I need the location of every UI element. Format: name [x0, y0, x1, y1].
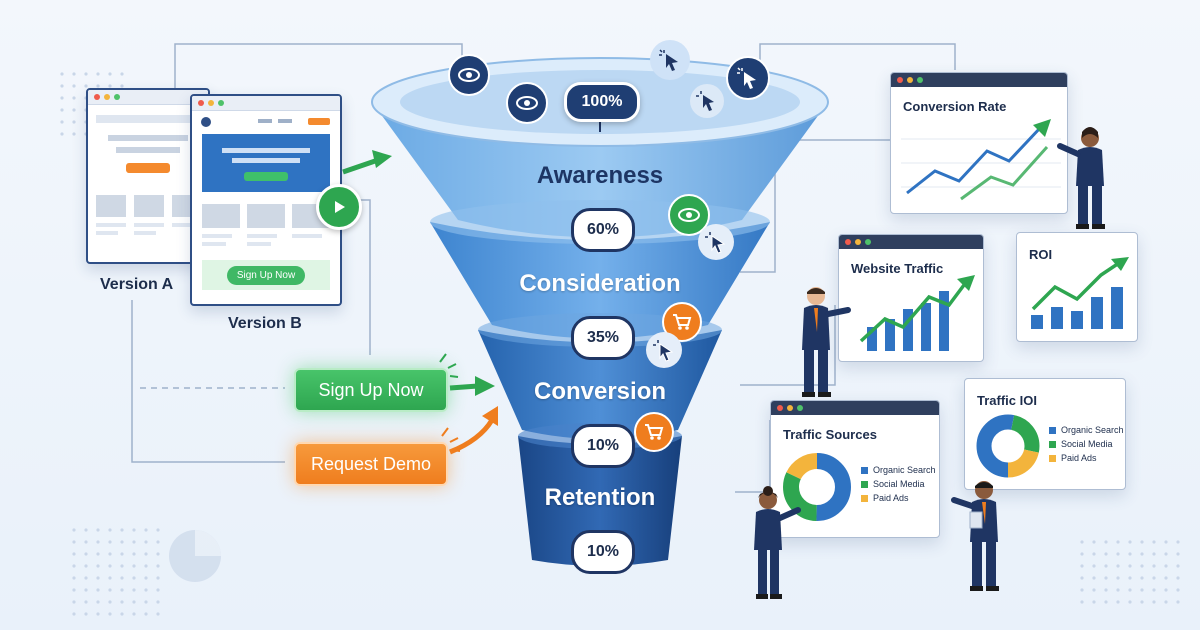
- cart-icon: [662, 302, 702, 342]
- connector-consideration: [740, 139, 890, 273]
- stage-percent-conversion: 10%: [571, 424, 635, 468]
- signup-now-button[interactable]: Sign Up Now: [294, 368, 448, 412]
- conversion-rate-title: Conversion Rate: [903, 99, 1007, 114]
- traffic-sources-card[interactable]: Traffic Sources Organic Search Social Me…: [770, 400, 940, 538]
- person-presenter-middle: [802, 287, 851, 397]
- cursor-click-icon: [690, 84, 724, 118]
- request-demo-button[interactable]: Request Demo: [294, 442, 448, 486]
- stage-label-conversion: Conversion: [533, 378, 667, 405]
- arrow-signup-to-funnel: [449, 376, 495, 396]
- roi-bar-chart: [1031, 257, 1129, 329]
- signup-sparkle: [439, 353, 459, 378]
- legend-swatch-green: [861, 480, 868, 488]
- play-icon[interactable]: [316, 184, 362, 230]
- legend-swatch-blue: [861, 466, 868, 474]
- person-presenter-bottom-right: [951, 481, 999, 591]
- arrow-b-to-funnel: [342, 150, 392, 175]
- dot-grid-bottom-right: [1080, 540, 1180, 610]
- stage-percent-retention: 10%: [571, 530, 635, 574]
- stage-label-consideration: Consideration: [519, 270, 681, 297]
- eye-icon: [506, 82, 548, 124]
- legend-organic-search: Organic Search: [873, 465, 936, 475]
- stage-label-retention: Retention: [544, 484, 656, 511]
- cursor-click-icon: [646, 332, 682, 368]
- traffic-ioi-donut: [976, 414, 1040, 478]
- website-traffic-title: Website Traffic: [851, 261, 944, 276]
- traffic-ioi-card[interactable]: Traffic IOI Organic Search Social Media …: [964, 378, 1126, 490]
- version-a-window[interactable]: [86, 88, 210, 264]
- stage-label-awareness: Awareness: [536, 162, 664, 189]
- legend-swatch-green: [1049, 440, 1056, 448]
- traffic-sources-donut: [783, 453, 851, 521]
- legend-paid-ads: Paid Ads: [873, 493, 909, 503]
- legend-swatch-yellow: [861, 494, 868, 502]
- person-presenter-bottom-left: [754, 486, 801, 599]
- funnel-top-percent: 100%: [564, 82, 640, 122]
- connector-top-right: [759, 43, 956, 70]
- roi-title: ROI: [1029, 247, 1053, 262]
- version-b-page-mock: [201, 117, 330, 246]
- legend-swatch-yellow: [1049, 454, 1056, 462]
- legend-swatch-blue: [1049, 426, 1056, 434]
- traffic-ioi-title: Traffic IOI: [977, 393, 1037, 408]
- website-traffic-card[interactable]: Website Traffic: [838, 234, 984, 362]
- version-a-label: Version A: [100, 276, 174, 293]
- version-b-window[interactable]: Sign Up Now: [190, 94, 342, 306]
- cursor-click-icon: [726, 56, 770, 100]
- version-b-label: Version B: [228, 315, 302, 332]
- stage-percent-awareness: 60%: [571, 208, 635, 252]
- version-b-cta-strip: Sign Up Now: [202, 260, 330, 290]
- traffic-ioi-legend: Organic Search Social Media Paid Ads: [1049, 423, 1124, 465]
- cursor-click-icon: [650, 40, 690, 80]
- person-presenter-top-right: [1057, 127, 1105, 229]
- roi-card[interactable]: ROI: [1016, 232, 1138, 342]
- eye-icon: [448, 54, 490, 96]
- conversion-rate-card[interactable]: Conversion Rate: [890, 72, 1068, 214]
- version-b-signup-button[interactable]: Sign Up Now: [226, 265, 306, 285]
- demo-sparkle: [441, 427, 461, 452]
- cart-icon: [634, 412, 674, 452]
- legend-organic-search: Organic Search: [1061, 425, 1124, 435]
- website-traffic-bar-chart: [859, 275, 975, 351]
- legend-social-media: Social Media: [873, 479, 925, 489]
- stage-percent-consideration: 35%: [571, 316, 635, 360]
- pie-chart-icon: [169, 530, 221, 582]
- cursor-click-icon: [698, 224, 734, 260]
- legend-paid-ads: Paid Ads: [1061, 453, 1097, 463]
- connector-a-top: [174, 43, 463, 96]
- connector-conversion: [740, 305, 836, 386]
- legend-social-media: Social Media: [1061, 439, 1113, 449]
- conversion-rate-line-chart: [901, 119, 1061, 201]
- traffic-sources-title: Traffic Sources: [783, 427, 877, 442]
- traffic-sources-legend: Organic Search Social Media Paid Ads: [861, 463, 936, 505]
- dot-grid-bottom-left: [70, 520, 166, 616]
- connector-a-demo: [131, 300, 285, 463]
